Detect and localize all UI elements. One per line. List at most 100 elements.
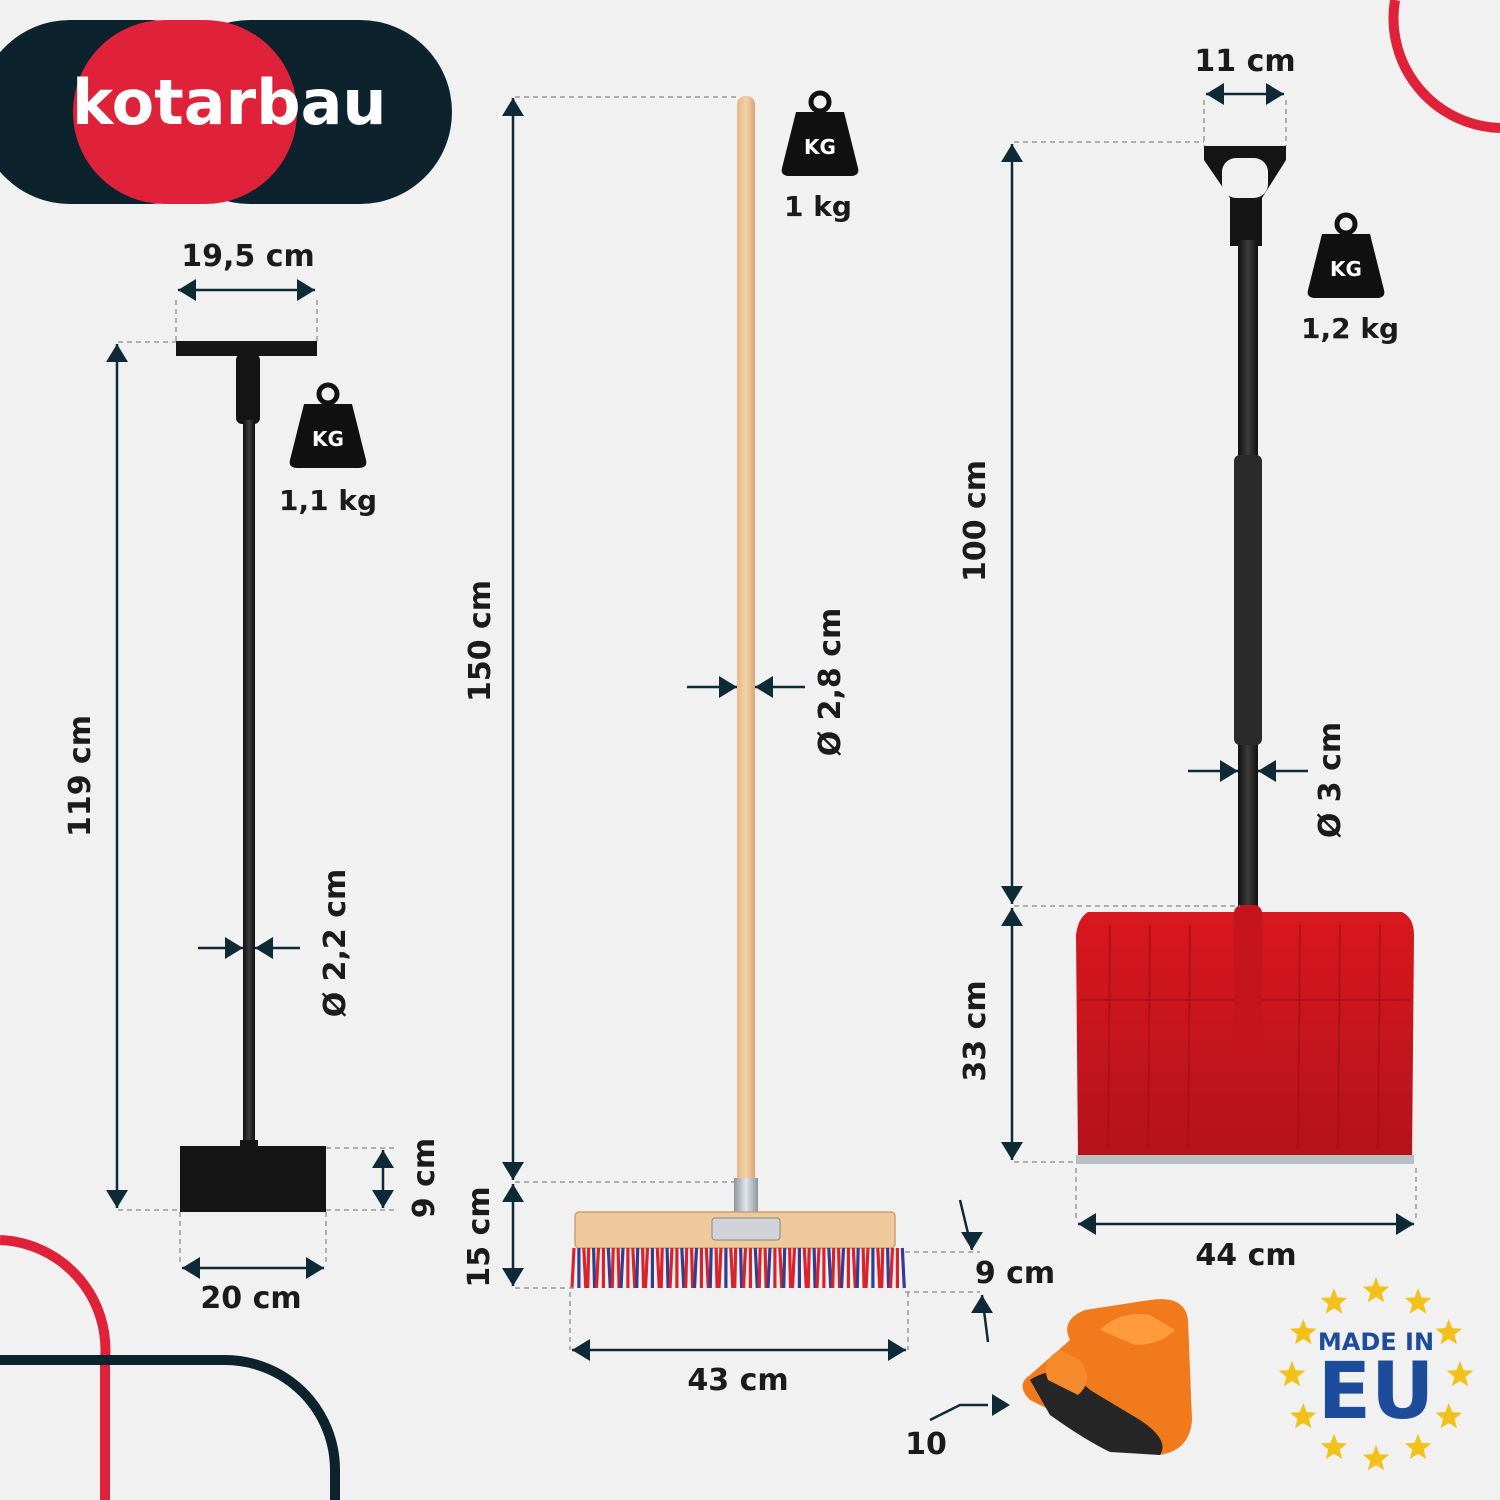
eu-star-icon [1435, 1403, 1463, 1429]
bristle [641, 1247, 646, 1289]
bristle [606, 1247, 612, 1289]
bristle [733, 1247, 738, 1289]
eu-star-icon [1289, 1319, 1317, 1345]
snow-shovel [1076, 146, 1414, 1164]
shovel-handle-length-dimension-arrow-bottom [1001, 886, 1023, 904]
shovel-blade-width-label: 44 cm [1195, 1238, 1296, 1273]
bristle [643, 1247, 650, 1289]
shovel-weight-icon: KG [1307, 212, 1385, 298]
bristle [659, 1247, 664, 1289]
eu-star-icon [1446, 1361, 1474, 1387]
shovel-blade-height-label: 33 cm [958, 980, 993, 1081]
bristle [692, 1247, 699, 1289]
bristle [619, 1247, 625, 1289]
eu-badge-line2: EU [1318, 1347, 1435, 1437]
broom-handle-diameter-dimension-arrow-right [755, 676, 773, 698]
bristle [839, 1247, 846, 1289]
bristle [788, 1247, 793, 1289]
broom-height-dimension-arrow-bottom [502, 1162, 524, 1180]
bristle [717, 1247, 723, 1289]
bristle [864, 1247, 870, 1289]
bristle [876, 1247, 882, 1289]
eu-star-icon [1278, 1361, 1306, 1387]
work-gloves [1022, 1299, 1192, 1455]
bristle [831, 1247, 836, 1289]
bristle [782, 1247, 787, 1289]
bristle [855, 1247, 860, 1289]
scraper-t-handle [176, 341, 317, 356]
bristle [790, 1247, 797, 1289]
broom-handle [737, 96, 755, 1186]
weight-icon-label: KG [1330, 257, 1362, 281]
broom-bristle-arrow-bottom [971, 1295, 993, 1313]
bristle [827, 1247, 833, 1289]
bristle [714, 1247, 719, 1289]
eu-star-icon [1320, 1433, 1348, 1460]
bristle [851, 1247, 857, 1289]
broom-width-dimension-arrow-right [888, 1339, 906, 1361]
shovel-rib [1297, 924, 1301, 1151]
scraper-shaft-diameter-dimension-arrow-right [255, 937, 273, 959]
bristle [610, 1247, 615, 1289]
broom-bristle-arrow-top [961, 1232, 983, 1250]
kotarbau-logo: kotarbau [0, 20, 452, 204]
bristle [861, 1247, 866, 1289]
eu-badge-line1: MADE IN [1318, 1328, 1434, 1356]
bristle [635, 1247, 640, 1289]
shovel-grip-width-dimension-arrow-right [1266, 83, 1284, 105]
scraper-shaft-diameter-dimension-arrow-left [225, 937, 243, 959]
bristle [684, 1247, 689, 1289]
bristle [739, 1247, 744, 1289]
broom-bristles [570, 1247, 906, 1289]
weight-icon-label: KG [804, 135, 836, 159]
scraper-height-dimension-arrow-bottom [106, 1190, 128, 1208]
bristle [592, 1247, 597, 1289]
scraper-shaft [243, 420, 255, 1150]
bristle [763, 1247, 768, 1289]
broom-width-label: 43 cm [687, 1363, 788, 1398]
bristle [616, 1247, 621, 1289]
broom-weight-label: 1 kg [784, 190, 852, 223]
street-broom [570, 96, 906, 1289]
bristle [708, 1247, 713, 1289]
shovel-shaft-diameter-dimension-arrow-left [1220, 760, 1238, 782]
gloves-pointer-line [929, 1403, 988, 1422]
scraper-handle-width-dimension-arrow-right [297, 279, 315, 301]
bristle [757, 1247, 762, 1289]
bristle [802, 1247, 808, 1289]
shovel-blade-height-dimension-arrow-bottom [1001, 1142, 1023, 1160]
shovel-steel-edge [1076, 1155, 1414, 1164]
broom-head-height-dimension-arrow-bottom [502, 1268, 524, 1286]
eu-star-icon [1435, 1319, 1463, 1345]
broom-handle-diameter-dimension-arrow-left [719, 676, 737, 698]
broom-weight-icon: KG [781, 90, 859, 176]
scraper-height-label: 119 cm [63, 715, 98, 837]
bristle [570, 1247, 576, 1289]
shovel-handle-length-dimension-arrow-top [1001, 144, 1023, 162]
broom-head-height-label: 15 cm [462, 1186, 497, 1287]
gloves-pointer-arrow [992, 1394, 1010, 1416]
broom-width-dimension-arrow-left [572, 1339, 590, 1361]
shovel-rib [1147, 924, 1151, 1151]
bristle [594, 1247, 601, 1289]
bristle [586, 1247, 591, 1289]
ice-scraper [176, 341, 326, 1212]
shovel-rib [1337, 924, 1341, 1151]
bristle [582, 1247, 588, 1289]
broom-height-label: 150 cm [463, 580, 498, 702]
scraper-weight-label: 1,1 kg [279, 484, 377, 517]
broom-height-dimension-arrow-top [502, 98, 524, 116]
gloves-size-label: 10 [905, 1427, 947, 1462]
bristle [680, 1247, 686, 1289]
scraper-shaft-diameter-label: Ø 2,2 cm [318, 869, 353, 1018]
shovel-blade-height-dimension-arrow-top [1001, 908, 1023, 926]
bristle [704, 1247, 710, 1289]
bristle [729, 1247, 735, 1289]
shovel-rib [1187, 924, 1191, 1151]
shovel-weight-label: 1,2 kg [1301, 312, 1399, 345]
shovel-shaft-diameter-dimension-arrow-right [1258, 760, 1276, 782]
shovel-blade-width-dimension-arrow-right [1396, 1213, 1414, 1235]
eu-star-icon [1404, 1433, 1432, 1460]
